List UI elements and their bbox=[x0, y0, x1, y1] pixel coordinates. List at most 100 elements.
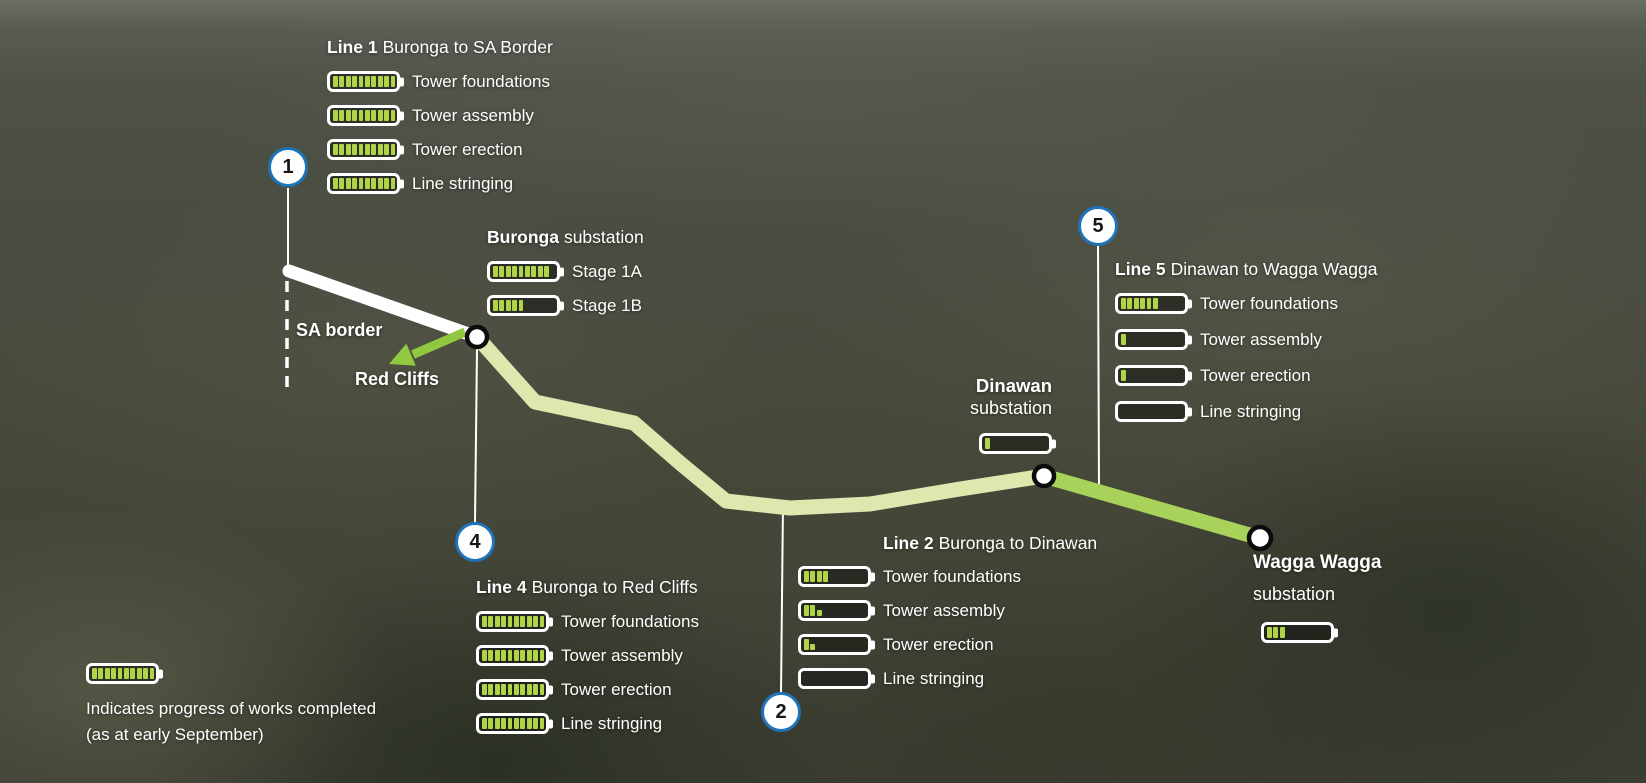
progress-label: Line stringing bbox=[883, 668, 985, 688]
battery-bar bbox=[476, 645, 549, 666]
progress-row: Tower foundations bbox=[327, 71, 553, 92]
progress-row: Line stringing bbox=[476, 713, 699, 734]
marker-5-number: 5 bbox=[1092, 214, 1104, 237]
legend-block: Indicates progress of works completed (a… bbox=[86, 663, 376, 748]
battery-bar bbox=[327, 173, 400, 194]
marker-4: 4 bbox=[455, 522, 495, 562]
buronga-rows: Stage 1A Stage 1B bbox=[487, 261, 644, 316]
marker-4-number: 4 bbox=[469, 530, 481, 553]
buronga-title-rest: substation bbox=[563, 227, 644, 247]
progress-label: Tower foundations bbox=[1200, 293, 1338, 313]
progress-row: Tower erection bbox=[1115, 365, 1377, 386]
route-line2-buronga-to-dinawan bbox=[469, 329, 1052, 516]
progress-row: Tower erection bbox=[798, 634, 1097, 655]
line1-title-rest: Buronga to SA Border bbox=[382, 37, 553, 57]
battery-bar bbox=[327, 105, 400, 126]
battery-bar bbox=[327, 71, 400, 92]
wagga-progress-bar-row bbox=[1261, 622, 1381, 643]
marker-1: 1 bbox=[268, 147, 308, 187]
marker5-connector-line bbox=[1097, 245, 1100, 492]
legend-text: Indicates progress of works completed (a… bbox=[86, 696, 376, 748]
legend-text-line2: (as at early September) bbox=[86, 725, 264, 744]
progress-row: Tower assembly bbox=[327, 105, 553, 126]
progress-row: Tower assembly bbox=[798, 600, 1097, 621]
progress-row: Stage 1B bbox=[487, 295, 644, 316]
progress-row bbox=[979, 433, 1052, 454]
legend-text-line1: Indicates progress of works completed bbox=[86, 699, 377, 718]
battery-bar bbox=[798, 566, 871, 587]
line2-title-rest: Buronga to Dinawan bbox=[938, 533, 1098, 553]
progress-row: Tower foundations bbox=[1115, 293, 1377, 314]
progress-row: Line stringing bbox=[1115, 401, 1377, 422]
marker4-connector-line bbox=[474, 347, 478, 523]
progress-label: Tower assembly bbox=[412, 105, 534, 125]
progress-label: Tower erection bbox=[561, 679, 672, 699]
progress-label: Tower assembly bbox=[883, 600, 1005, 620]
line1-title-bold: Line 1 bbox=[327, 37, 378, 57]
line4-title-rest: Buronga to Red Cliffs bbox=[531, 577, 698, 597]
dinawan-substation-label: substation bbox=[969, 398, 1052, 418]
line4-title-bold: Line 4 bbox=[476, 577, 527, 597]
marker-1-number: 1 bbox=[282, 155, 294, 178]
progress-label: Tower assembly bbox=[561, 645, 683, 665]
buronga-title-bold: Buronga bbox=[487, 227, 559, 247]
battery-bar bbox=[1115, 401, 1188, 422]
progress-row: Line stringing bbox=[798, 668, 1097, 689]
progress-row bbox=[1261, 622, 1381, 643]
progress-row: Tower assembly bbox=[476, 645, 699, 666]
line5-title-bold: Line 5 bbox=[1115, 259, 1166, 279]
dinawan-node bbox=[1031, 463, 1057, 489]
dinawan-name: Dinawan bbox=[975, 375, 1052, 396]
dinawan-substation-block: Dinawan substation bbox=[912, 374, 1052, 454]
progress-row: Tower assembly bbox=[1115, 329, 1377, 350]
battery-bar bbox=[476, 611, 549, 632]
red-cliffs-arrow-shaft bbox=[411, 327, 467, 359]
progress-row: Stage 1A bbox=[487, 261, 644, 282]
progress-label: Tower foundations bbox=[561, 611, 699, 631]
dinawan-progress-bar-row bbox=[912, 433, 1052, 454]
marker-2-number: 2 bbox=[775, 700, 787, 723]
route-line5-dinawan-to-wagga bbox=[1036, 468, 1268, 546]
battery-bar bbox=[1115, 329, 1188, 350]
battery-bar bbox=[798, 668, 871, 689]
red-cliffs-label: Red Cliffs bbox=[355, 369, 440, 389]
legend-bar-row bbox=[86, 663, 376, 684]
wagga-substation-block: Wagga Wagga substation bbox=[1253, 550, 1381, 643]
marker2-connector-line bbox=[780, 502, 784, 694]
battery-bar bbox=[1115, 293, 1188, 314]
battery-bar bbox=[476, 679, 549, 700]
line2-title-bold: Line 2 bbox=[883, 533, 934, 553]
battery-bar bbox=[487, 261, 560, 282]
battery-bar bbox=[1261, 622, 1334, 643]
progress-label: Tower assembly bbox=[1200, 329, 1322, 349]
battery-bar bbox=[487, 295, 560, 316]
battery-bar bbox=[1115, 365, 1188, 386]
progress-label: Line stringing bbox=[1200, 401, 1302, 421]
progress-row: Tower erection bbox=[476, 679, 699, 700]
progress-row: Line stringing bbox=[327, 173, 553, 194]
progress-label: Tower erection bbox=[412, 139, 523, 159]
buronga-node bbox=[464, 324, 490, 350]
progress-label: Tower foundations bbox=[883, 566, 1021, 586]
sa-border-label: SA border bbox=[296, 320, 383, 340]
progress-label: Tower erection bbox=[1200, 365, 1311, 385]
progress-row: Tower foundations bbox=[476, 611, 699, 632]
progress-label: Line stringing bbox=[561, 713, 663, 733]
progress-label: Line stringing bbox=[412, 173, 514, 193]
progress-row bbox=[86, 663, 376, 684]
route-line1-sa-border-to-buronga bbox=[282, 264, 484, 344]
